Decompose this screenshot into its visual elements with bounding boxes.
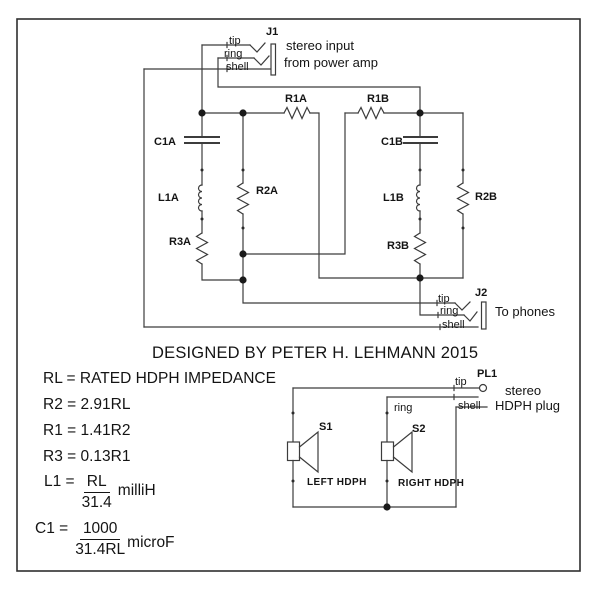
pl1-tip-label: tip bbox=[455, 376, 467, 388]
j1-caption-line2: from power amp bbox=[284, 55, 378, 70]
pin-tick-icon bbox=[436, 299, 441, 331]
input-wiring bbox=[143, 44, 421, 328]
s2-label: RIGHT HDPH bbox=[398, 478, 465, 489]
label-l1b: L1B bbox=[383, 192, 404, 204]
inductor-l1a bbox=[197, 184, 203, 212]
inductor-l1b bbox=[415, 184, 421, 212]
j1-tip-label: tip bbox=[229, 35, 241, 47]
resistor-r3b bbox=[413, 232, 427, 265]
label-r3b: R3B bbox=[387, 240, 410, 252]
s1-ref: S1 bbox=[319, 421, 333, 433]
label-r2a: R2A bbox=[256, 185, 279, 197]
pl1-caption-line1: stereo bbox=[505, 383, 542, 398]
channel-b-network bbox=[344, 106, 470, 316]
output-jack-symbol bbox=[143, 299, 487, 331]
resistor-r2a bbox=[236, 182, 250, 215]
label-l1a: L1A bbox=[158, 192, 179, 204]
formula-l1-denominator: 31.4 bbox=[81, 494, 112, 511]
capacitor-c1a bbox=[184, 136, 220, 144]
j1-shell-label: shell bbox=[226, 61, 249, 73]
headphone-circuit bbox=[286, 383, 488, 508]
formula-c1-unit: microF bbox=[127, 534, 175, 551]
speaker-s1-icon bbox=[286, 430, 319, 474]
label-c1a: C1A bbox=[154, 136, 177, 148]
j2-ref: J2 bbox=[475, 287, 488, 299]
label-c1b: C1B bbox=[381, 136, 404, 148]
resistor-r2b bbox=[456, 182, 470, 215]
j1-ring-label: ring bbox=[224, 48, 243, 60]
label-r2b: R2B bbox=[475, 191, 498, 203]
pin-dots bbox=[200, 168, 465, 483]
s2-ref: S2 bbox=[412, 423, 426, 435]
formula-r2: R2 = 2.91RL bbox=[43, 396, 131, 413]
pl1-ref: PL1 bbox=[477, 368, 498, 380]
pl1-ring-label: ring bbox=[394, 402, 413, 414]
resistor-r1a bbox=[283, 106, 311, 120]
input-jack-symbol bbox=[143, 41, 277, 76]
resistor-r1b bbox=[357, 106, 385, 120]
formula-c1-lhs: C1 = bbox=[35, 520, 69, 537]
page-title: DESIGNED BY PETER H. LEHMANN 2015 bbox=[152, 344, 479, 362]
formula-c1: C1 = 1000 31.4RL microF bbox=[35, 520, 175, 559]
junction-dots bbox=[198, 109, 424, 511]
j1-caption-line1: stereo input bbox=[286, 38, 354, 53]
channel-a-network bbox=[184, 106, 456, 304]
pl1-shell-label: shell bbox=[458, 400, 481, 412]
formula-c1-denominator: 31.4RL bbox=[75, 541, 126, 558]
s1-label: LEFT HDPH bbox=[307, 477, 367, 488]
j1-ref: J1 bbox=[266, 26, 279, 38]
label-r1b: R1B bbox=[367, 93, 390, 105]
formula-c1-numerator: 1000 bbox=[79, 520, 121, 540]
formula-r1: R1 = 1.41R2 bbox=[43, 422, 131, 439]
formula-l1: L1 = RL 31.4 milliH bbox=[44, 473, 156, 512]
plug-tip-icon bbox=[478, 383, 488, 393]
resistor-r3a bbox=[195, 232, 209, 265]
formula-l1-unit: milliH bbox=[117, 482, 156, 499]
pl1-caption-line2: HDPH plug bbox=[495, 398, 561, 413]
speaker-s2-icon bbox=[380, 430, 413, 474]
j2-ring-label: ring bbox=[440, 305, 459, 317]
j2-tip-label: tip bbox=[438, 293, 450, 305]
label-r1a: R1A bbox=[285, 93, 308, 105]
formula-r3: R3 = 0.13R1 bbox=[43, 448, 131, 465]
formula-rl: RL = RATED HDPH IMPEDANCE bbox=[43, 370, 276, 387]
formula-l1-numerator: RL bbox=[83, 473, 110, 493]
label-r3a: R3A bbox=[169, 236, 192, 248]
capacitor-c1b bbox=[403, 136, 438, 144]
j2-caption: To phones bbox=[495, 304, 555, 319]
formula-l1-fraction: RL 31.4 bbox=[82, 473, 112, 512]
formula-c1-fraction: 1000 31.4RL bbox=[75, 520, 125, 559]
j2-shell-label: shell bbox=[442, 319, 465, 331]
formula-l1-lhs: L1 = bbox=[44, 473, 75, 490]
page-border bbox=[16, 18, 581, 572]
